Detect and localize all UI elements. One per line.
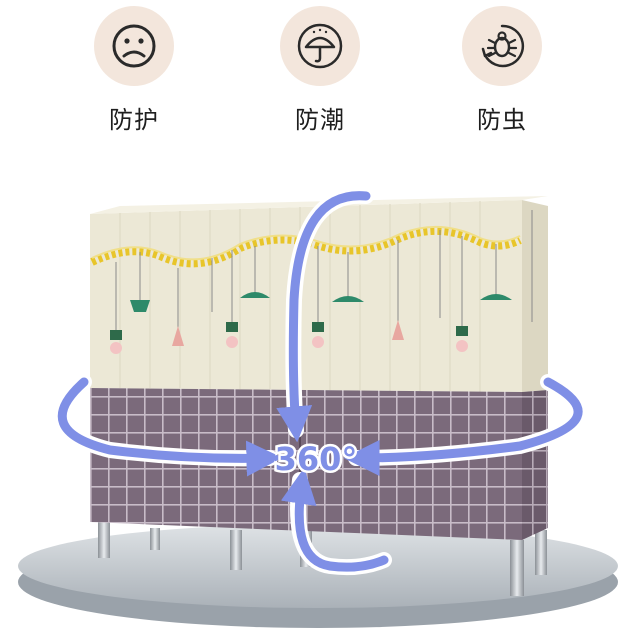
no-bug-icon (462, 6, 542, 86)
garland (90, 226, 522, 268)
arrow-bottom (280, 467, 389, 572)
hanging-lamps (110, 210, 533, 354)
feature-icons-row: 防护 防潮 防虫 (0, 0, 640, 150)
umbrella-rain-icon (280, 6, 360, 86)
wardrobe-legs (98, 520, 547, 596)
sad-face-icon (94, 6, 174, 86)
arrow-right (343, 377, 583, 476)
cover-front-bottom (90, 388, 522, 540)
cover-front-top (90, 200, 522, 392)
feature-label: 防潮 (295, 106, 345, 134)
feature-label: 防虫 (477, 106, 527, 134)
arrow-left (57, 377, 283, 477)
feature-insect: 防虫 (442, 6, 562, 135)
cover-side-bottom (522, 390, 548, 540)
feature-label: 防护 (109, 106, 159, 134)
feature-protection: 防护 (74, 6, 194, 135)
rotation-badge: 360° (275, 440, 358, 478)
arrow-top (276, 191, 371, 443)
feature-moisture: 防潮 (260, 6, 380, 135)
cover-side-top (522, 200, 548, 392)
